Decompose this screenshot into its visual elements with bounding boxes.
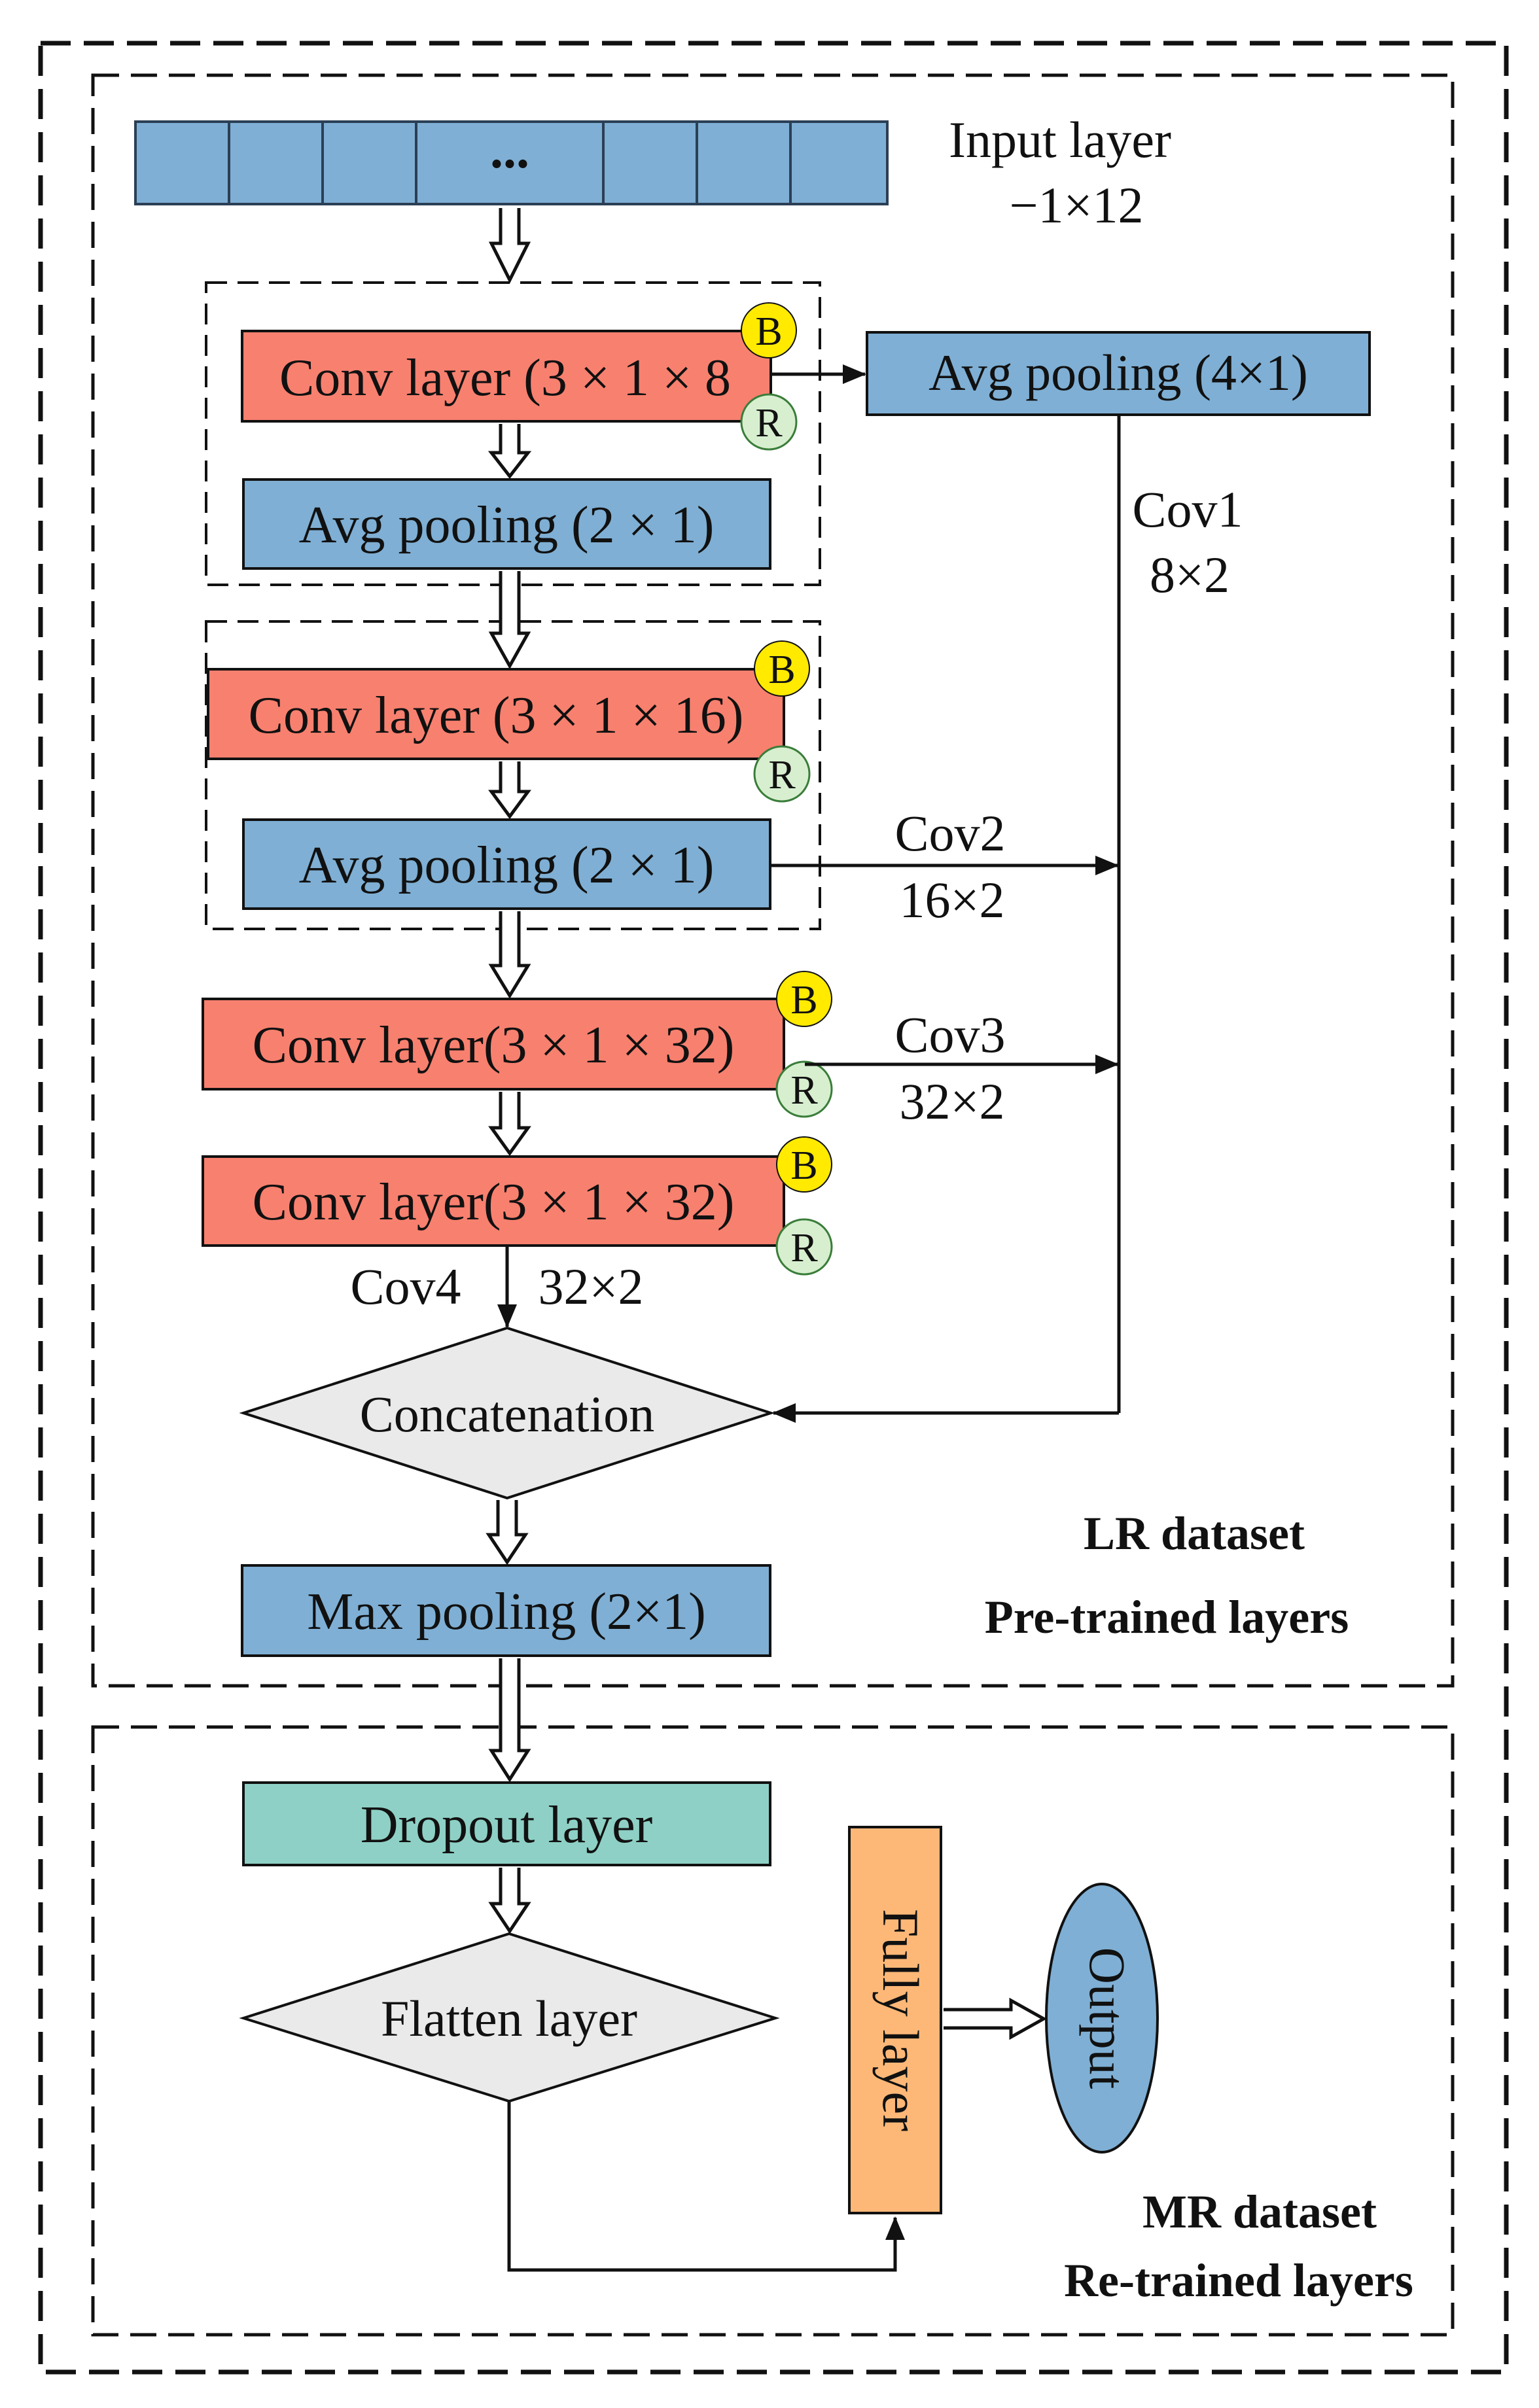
avg-pooling-2 bbox=[242, 818, 771, 910]
batchnorm-badge bbox=[776, 1136, 832, 1193]
batchnorm-badge-label: B bbox=[790, 1143, 817, 1188]
lr-dataset-label: LR dataset bbox=[1084, 1507, 1305, 1560]
relu-badge-label: R bbox=[790, 1068, 818, 1113]
output-label: Output bbox=[1079, 1947, 1136, 2089]
batchnorm-badge-label: B bbox=[768, 648, 795, 692]
flatten-label: Flatten layer bbox=[381, 1990, 637, 2047]
relu-badge bbox=[740, 393, 798, 451]
fully-layer-label: Fully layer bbox=[872, 1909, 929, 2131]
max-pooling bbox=[241, 1564, 771, 1657]
block1-frame bbox=[205, 281, 821, 586]
relu-badge-label: R bbox=[768, 753, 796, 797]
conv-layer-1-label: Conv layer (3 × 1 × 8 bbox=[279, 349, 731, 407]
max-pooling-label: Max pooling (2×1) bbox=[307, 1583, 706, 1641]
dropout-layer bbox=[242, 1781, 771, 1866]
cov3-label: Cov3 bbox=[894, 1006, 1005, 1063]
batchnorm-badge bbox=[776, 971, 832, 1027]
batchnorm-badge-label: B bbox=[790, 978, 817, 1022]
flow-arrow bbox=[488, 1092, 531, 1157]
conv-layer-1 bbox=[241, 330, 772, 423]
relu-badge-label: R bbox=[755, 401, 783, 445]
relu-badge-label: R bbox=[790, 1226, 818, 1270]
batchnorm-badge bbox=[754, 640, 810, 697]
mr-dataset-label: MR dataset bbox=[1142, 2186, 1377, 2238]
batchnorm-badge-label: B bbox=[755, 309, 782, 354]
avg-pooling-1-label: Avg pooling (2 × 1) bbox=[299, 497, 715, 554]
input-layer-cell bbox=[789, 120, 889, 205]
avg-pooling-side-label: Avg pooling (4×1) bbox=[929, 344, 1308, 401]
connector-line bbox=[507, 2101, 905, 2272]
input-layer-cell bbox=[602, 120, 698, 205]
cov1-dim: 8×2 bbox=[1150, 546, 1229, 603]
avg-pooling-1 bbox=[242, 478, 771, 570]
flow-arrow bbox=[488, 1868, 531, 1934]
avg-pooling-side bbox=[866, 331, 1371, 416]
output-node bbox=[1045, 1883, 1159, 2154]
flow-arrow bbox=[488, 1658, 531, 1783]
input-layer-cell bbox=[228, 120, 324, 205]
cov4-label: Cov4 bbox=[350, 1258, 461, 1315]
input-layer-cell bbox=[321, 120, 417, 205]
relu-badge bbox=[775, 1060, 833, 1118]
conv-layer-4-label: Conv layer(3 × 1 × 32) bbox=[253, 1174, 735, 1231]
fully-layer bbox=[848, 1826, 942, 2214]
cov2-dim: 16×2 bbox=[900, 871, 1005, 928]
input-layer-cell bbox=[696, 120, 792, 205]
pretrained-layers-label: Pre-trained layers bbox=[985, 1591, 1349, 1643]
flow-arrow bbox=[488, 208, 531, 284]
conv-layer-3 bbox=[202, 998, 785, 1091]
concatenation-node bbox=[239, 1326, 775, 1500]
dropout-layer-label: Dropout layer bbox=[361, 1796, 653, 1854]
input-layer-cell bbox=[134, 120, 230, 205]
flow-arrow bbox=[488, 571, 531, 670]
flow-arrow bbox=[488, 761, 531, 820]
conv-layer-2 bbox=[207, 668, 785, 760]
concatenation-label: Concatenation bbox=[360, 1386, 655, 1442]
flatten-node bbox=[239, 1932, 780, 2103]
input-layer: ... bbox=[134, 120, 889, 205]
flow-arrow bbox=[487, 424, 532, 480]
input-layer-label: Input layer bbox=[949, 111, 1171, 168]
cov4-dim: 32×2 bbox=[539, 1258, 644, 1315]
avg-pooling-2-label: Avg pooling (2 × 1) bbox=[299, 837, 715, 894]
cov2-label: Cov2 bbox=[894, 805, 1005, 862]
cov1-label: Cov1 bbox=[1132, 481, 1243, 538]
cov3-dim: 32×2 bbox=[900, 1073, 1005, 1130]
conv-layer-2-label: Conv layer (3 × 1 × 16) bbox=[249, 687, 744, 744]
flow-arrow bbox=[486, 1500, 529, 1565]
batchnorm-badge bbox=[741, 302, 797, 358]
mr-section-frame bbox=[91, 1725, 1455, 2337]
conv-layer-4 bbox=[202, 1155, 785, 1247]
retrained-layers-label: Re-trained layers bbox=[1064, 2254, 1413, 2307]
flow-arrow bbox=[488, 911, 531, 999]
conv-layer-3-label: Conv layer(3 × 1 × 32) bbox=[253, 1017, 735, 1074]
lr-section-frame bbox=[91, 73, 1455, 1688]
flow-arrow bbox=[944, 1997, 1048, 2040]
input-layer-shape-label: −1×12 bbox=[1010, 177, 1144, 234]
input-layer-ellipsis: ... bbox=[490, 122, 529, 179]
relu-badge bbox=[753, 745, 811, 803]
relu-badge bbox=[775, 1218, 833, 1276]
